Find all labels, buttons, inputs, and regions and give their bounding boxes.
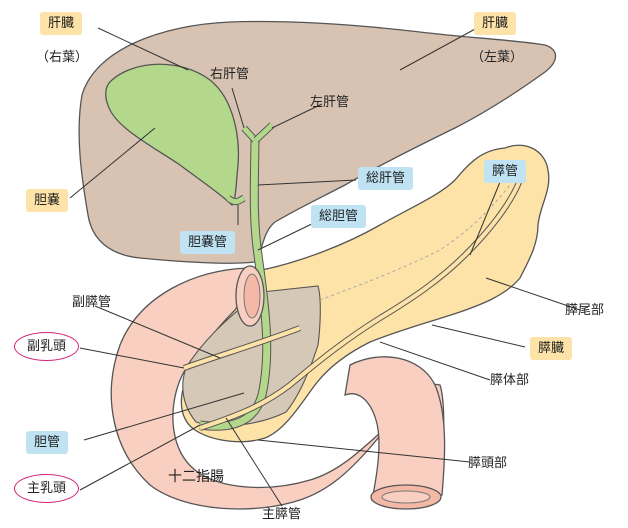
label-minor-papilla: 副乳頭 (14, 332, 80, 361)
duodenum-shape (110, 267, 445, 510)
gallbladder-shape (105, 63, 240, 206)
label-pancreas-head: 膵頭部 (468, 456, 508, 471)
label-main-pancreatic-duct: 主膵管 (262, 507, 302, 522)
label-major-papilla: 主乳頭 (14, 474, 80, 503)
label-gallbladder: 胆嚢 (26, 189, 69, 212)
label-left-hepatic-duct: 左肝管 (310, 95, 350, 110)
common-bile-duct-fill (199, 134, 271, 430)
label-common-bile-duct: 総胆管 (311, 205, 367, 228)
label-liver-left: 肝臓 (474, 12, 517, 35)
duodenum-opening-inner (381, 490, 431, 504)
label-liver-right: 肝臓 (40, 12, 83, 35)
label-common-hepatic-duct: 総肝管 (358, 167, 414, 190)
label-pancreas-tail: 膵尾部 (565, 303, 605, 318)
label-bile-duct: 胆管 (26, 431, 69, 454)
right-hepatic-duct-fill (242, 126, 257, 142)
label-pancreatic-duct: 膵管 (484, 160, 527, 183)
duodenum-top-opening-inner (243, 273, 261, 319)
label-duodenum: 十二指腸 (168, 469, 224, 485)
label-liver-right-sub: （右葉） (36, 50, 89, 65)
label-right-hepatic-duct: 右肝管 (210, 67, 250, 82)
left-hepatic-duct-fill (254, 123, 274, 142)
label-pancreas-body: 膵体部 (490, 373, 530, 388)
accessory-pancreatic-duct-fill (183, 326, 301, 370)
leader-lines (69, 27, 581, 507)
label-pancreas: 膵臓 (530, 337, 573, 360)
main-pancreatic-duct-fill (199, 179, 522, 430)
label-accessory-pancreatic-duct: 副膵管 (72, 295, 112, 310)
cystic-duct-fill (226, 195, 246, 205)
label-liver-left-sub: （左葉） (471, 50, 524, 65)
label-cystic-duct: 胆嚢管 (180, 231, 236, 254)
duodenum-lower-limb (344, 356, 446, 501)
